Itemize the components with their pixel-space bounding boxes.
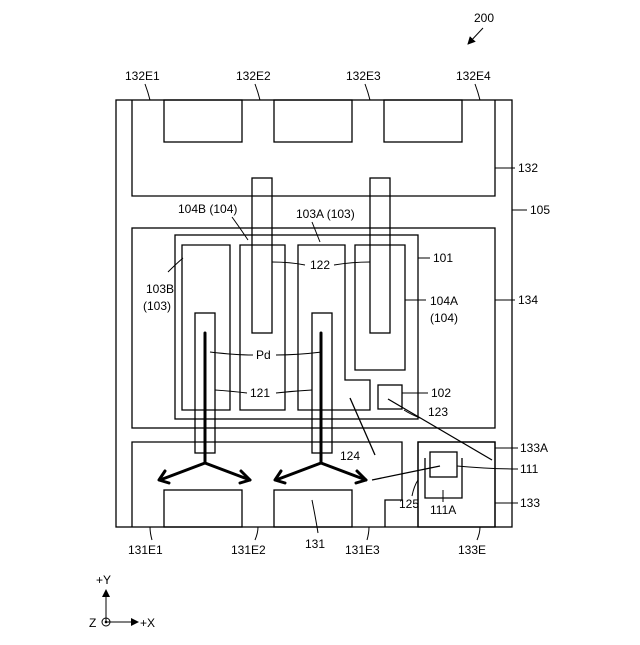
leader-131	[312, 500, 318, 533]
label-103a: 103A (103)	[296, 207, 355, 221]
plug-122-right	[370, 178, 390, 333]
axis-z-dot	[105, 621, 108, 624]
leader-131e2	[255, 527, 258, 540]
label-125: 125	[399, 497, 419, 511]
label-102: 102	[431, 386, 451, 400]
label-101: 101	[433, 251, 453, 265]
plug-122-left	[252, 178, 272, 333]
label-104b: 104B (104)	[178, 202, 237, 216]
electrode-131	[132, 442, 402, 527]
leader-131e1	[150, 527, 152, 540]
axis-x-label: +X	[140, 616, 155, 630]
label-133a: 133A	[520, 441, 548, 455]
region-104a	[355, 245, 405, 370]
leader-122-right	[334, 262, 370, 265]
label-131e2: 131E2	[231, 543, 266, 557]
region-103a	[298, 245, 370, 410]
wire-124	[350, 398, 375, 455]
arrow-branch-right-a	[276, 463, 321, 480]
pad-111	[430, 452, 457, 477]
electrode-132e1-pad	[164, 100, 242, 142]
label-131e3: 131E3	[345, 543, 380, 557]
label-123: 123	[428, 405, 448, 419]
label-132e2: 132E2	[236, 69, 271, 83]
leader-132e1	[145, 84, 150, 100]
label-134: 134	[518, 293, 538, 307]
axis-z-label: Z	[89, 616, 96, 630]
electrode-132	[132, 100, 495, 196]
label-132: 132	[518, 161, 538, 175]
label-133e: 133E	[458, 543, 486, 557]
leader-103a	[312, 222, 320, 242]
leader-132e2	[255, 84, 260, 100]
label-122: 122	[310, 258, 330, 272]
leader-pd-right	[276, 352, 322, 355]
label-103b-line2: (103)	[143, 299, 171, 313]
label-104a-line2: (104)	[430, 311, 458, 325]
label-131: 131	[305, 537, 325, 551]
leader-125	[412, 480, 418, 496]
electrode-132e3-pad	[384, 100, 462, 142]
electrode-132e2-pad	[274, 100, 352, 142]
figure-ref-label: 200	[474, 11, 494, 25]
leader-132e3	[365, 84, 370, 100]
leader-133e	[477, 527, 480, 540]
label-132e1: 132E1	[125, 69, 160, 83]
label-132e4: 132E4	[456, 69, 491, 83]
label-133: 133	[520, 496, 540, 510]
leader-pd-left	[210, 352, 253, 355]
leader-131e3	[367, 527, 369, 540]
label-pd: Pd	[256, 348, 271, 362]
electrode-131e1-pad	[164, 490, 242, 527]
leader-132e4	[475, 84, 480, 100]
leader-121-right	[276, 390, 312, 393]
label-131e1: 131E1	[128, 543, 163, 557]
axis-y-label: +Y	[96, 573, 111, 587]
figure-ref-pointer	[468, 28, 483, 44]
leader-122-left	[272, 262, 305, 265]
label-121: 121	[250, 386, 270, 400]
arrow-branch-left-a	[160, 463, 205, 480]
label-124: 124	[340, 449, 360, 463]
label-104a-line1: 104A	[430, 294, 458, 308]
electrode-131e2-pad	[274, 490, 352, 527]
label-111: 111	[520, 462, 539, 476]
leader-111	[457, 466, 518, 469]
label-105: 105	[530, 203, 550, 217]
label-132e3: 132E3	[346, 69, 381, 83]
label-111a: 111A	[430, 503, 456, 517]
leader-121-left	[215, 390, 247, 393]
label-103b-line1: 103B	[146, 282, 174, 296]
